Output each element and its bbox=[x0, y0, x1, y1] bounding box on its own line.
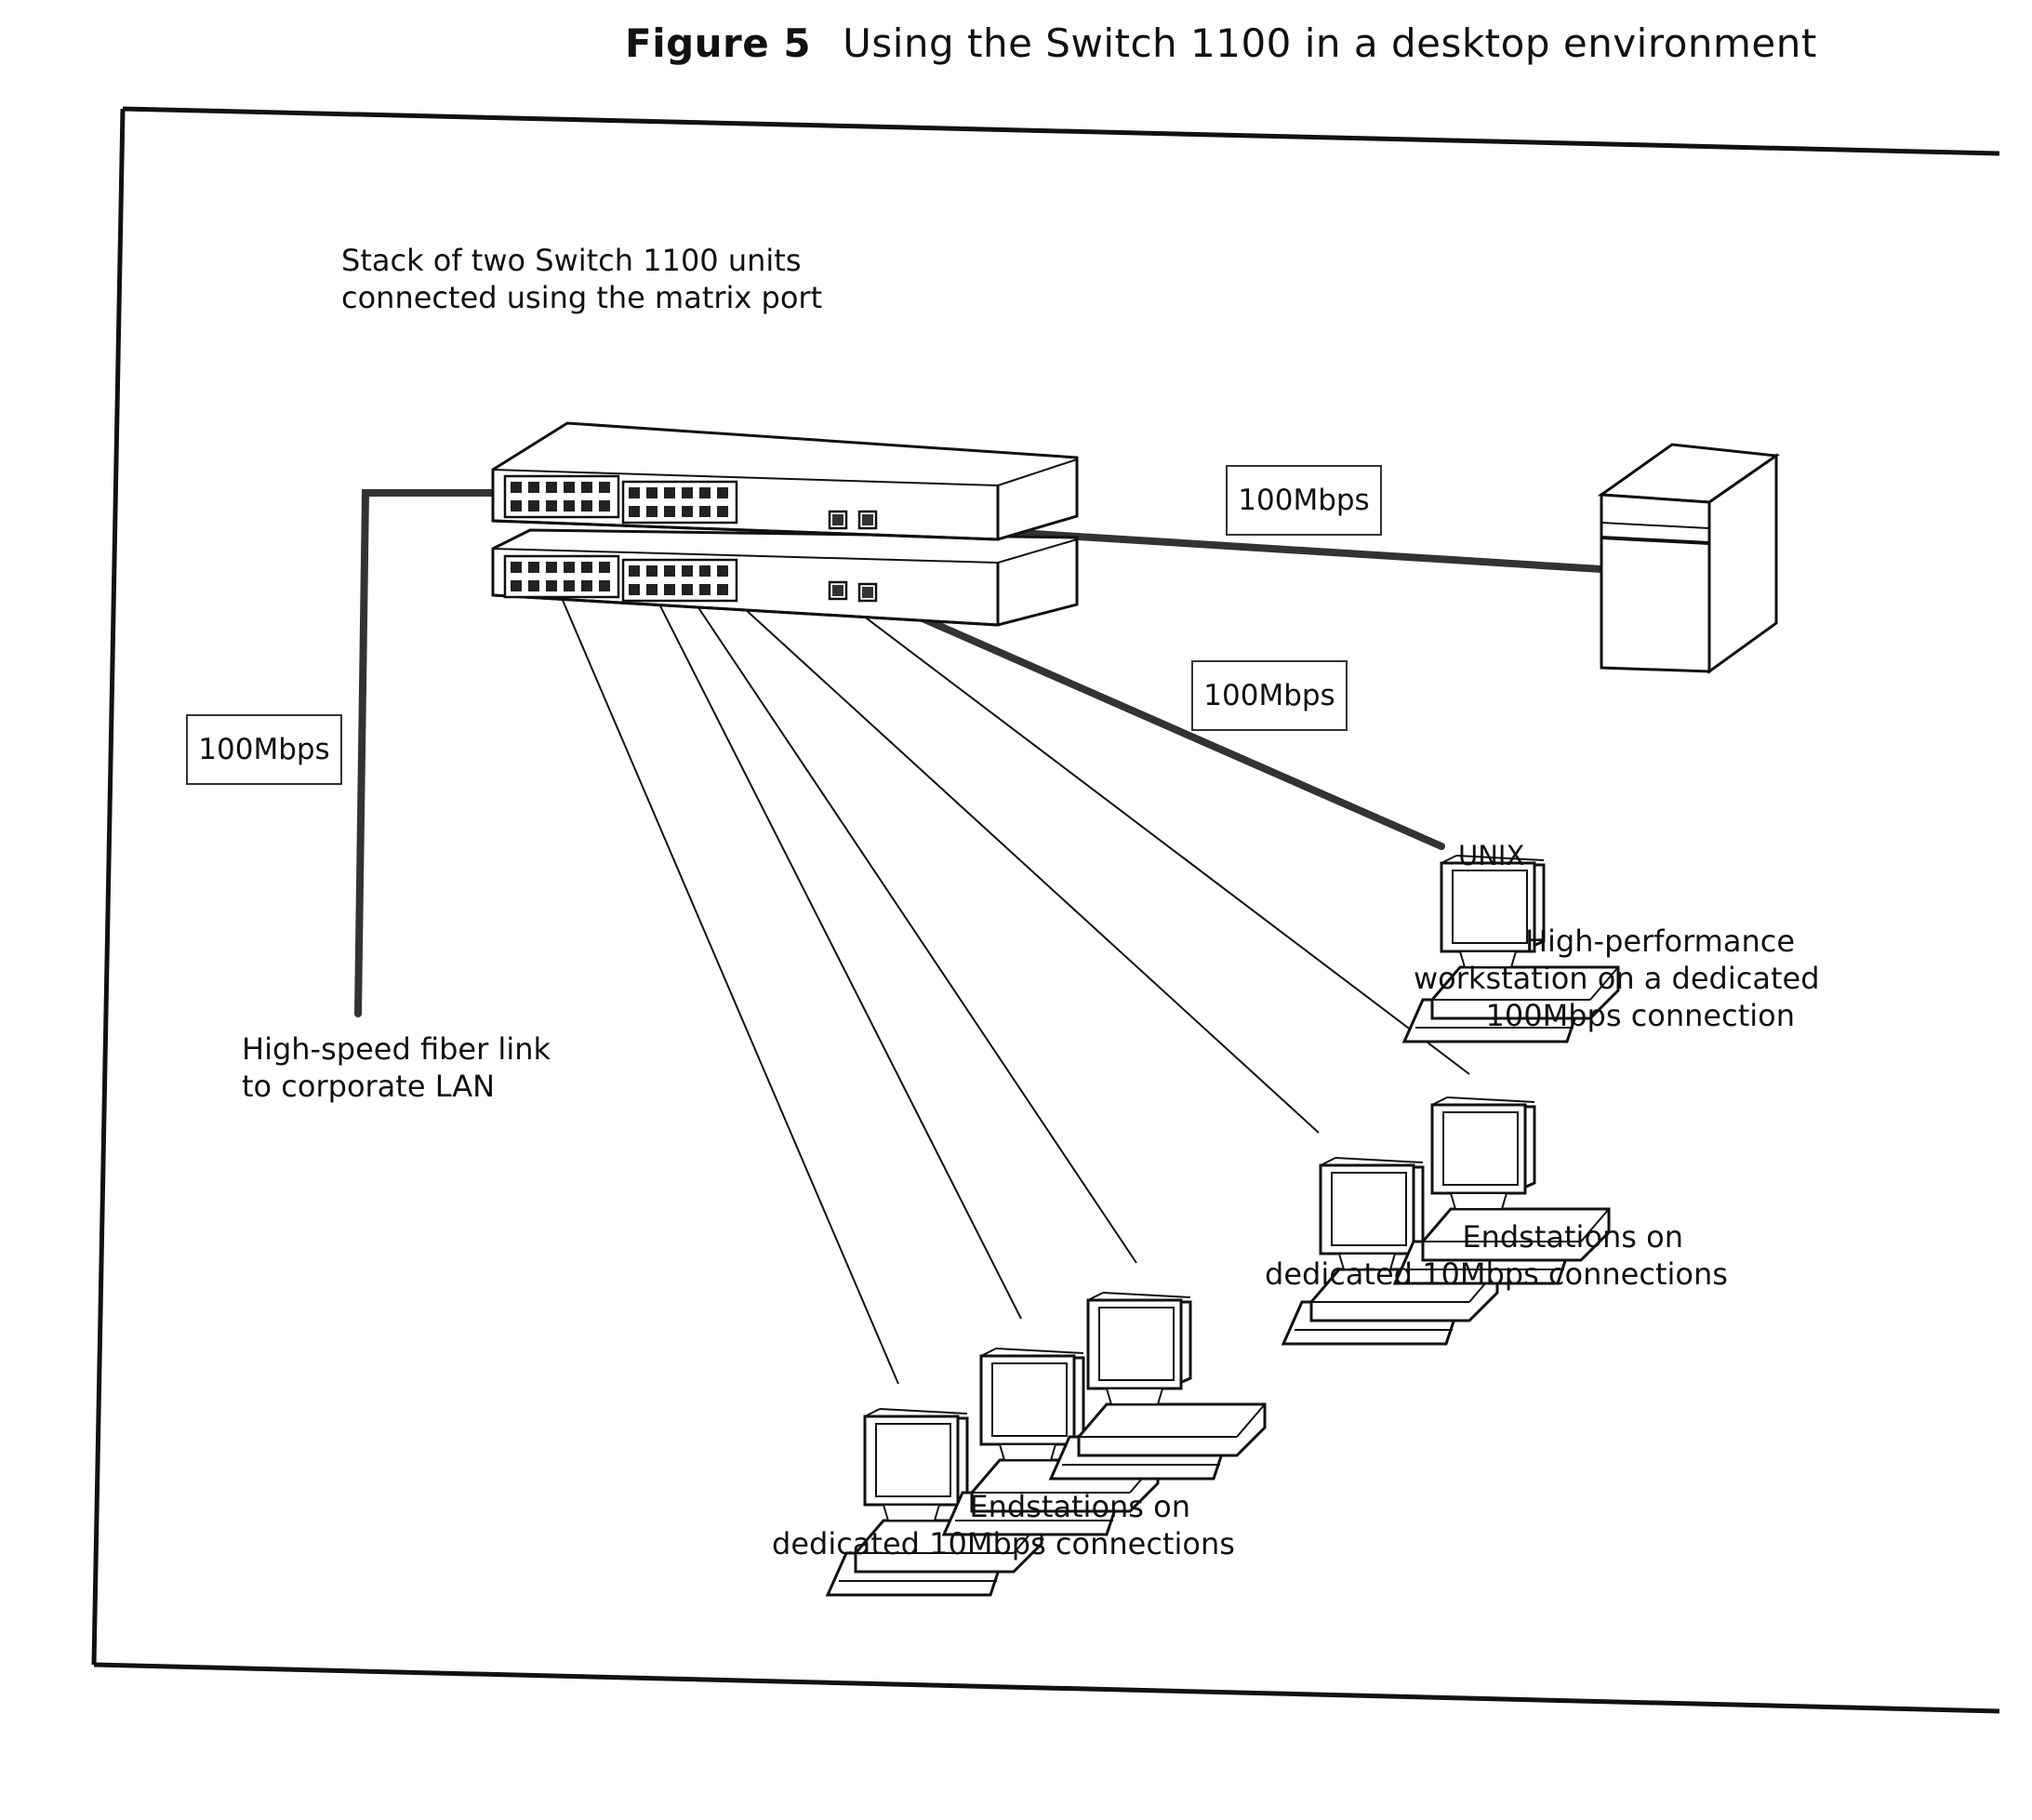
fiber-label-line: High-speed fiber link bbox=[242, 1031, 551, 1067]
endstations-bottom-label: Endstations on dedicated 10Mbps connecti… bbox=[772, 1488, 1235, 1562]
endstations-right-label: Endstations on dedicated 10Mbps connecti… bbox=[1265, 1218, 1728, 1293]
fiber-label-line: to corporate LAN bbox=[242, 1069, 496, 1104]
endstations-label-line: Endstations on bbox=[1462, 1219, 1683, 1255]
workstation-label-line: High-performance bbox=[1524, 923, 1795, 959]
workstation-label-line: 100Mbps connection bbox=[1485, 998, 1795, 1033]
workstation-label-line: workstation on a dedicated bbox=[1414, 961, 1820, 996]
endstations-label-line: dedicated 10Mbps connections bbox=[772, 1526, 1235, 1561]
stack-label-line: connected using the matrix port bbox=[341, 280, 823, 315]
figure-caption: Using the Switch 1100 in a desktop envir… bbox=[843, 20, 1817, 66]
speed-label-workstation: 100Mbps bbox=[1191, 660, 1348, 731]
stack-label: Stack of two Switch 1100 units connected… bbox=[341, 242, 822, 316]
workstation-screen-label: UNIX bbox=[1458, 840, 1524, 871]
figure-frame bbox=[91, 106, 2000, 1714]
figure-number: Figure 5 bbox=[625, 20, 812, 66]
figure-title: Figure 5 Using the Switch 1100 in a deskt… bbox=[625, 20, 1817, 66]
endstations-label-line: Endstations on bbox=[969, 1489, 1190, 1524]
endstations-label-line: dedicated 10Mbps connections bbox=[1265, 1256, 1728, 1292]
speed-label-server: 100Mbps bbox=[1226, 465, 1382, 536]
speed-label-fiber: 100Mbps bbox=[186, 714, 342, 785]
server-icon bbox=[1597, 443, 1781, 674]
switch-stack bbox=[491, 421, 1079, 627]
fiber-label: High-speed fiber link to corporate LAN bbox=[242, 1030, 551, 1105]
stack-label-line: Stack of two Switch 1100 units bbox=[341, 243, 802, 278]
workstation-label: High-performance workstation on a dedica… bbox=[1414, 923, 1820, 1034]
